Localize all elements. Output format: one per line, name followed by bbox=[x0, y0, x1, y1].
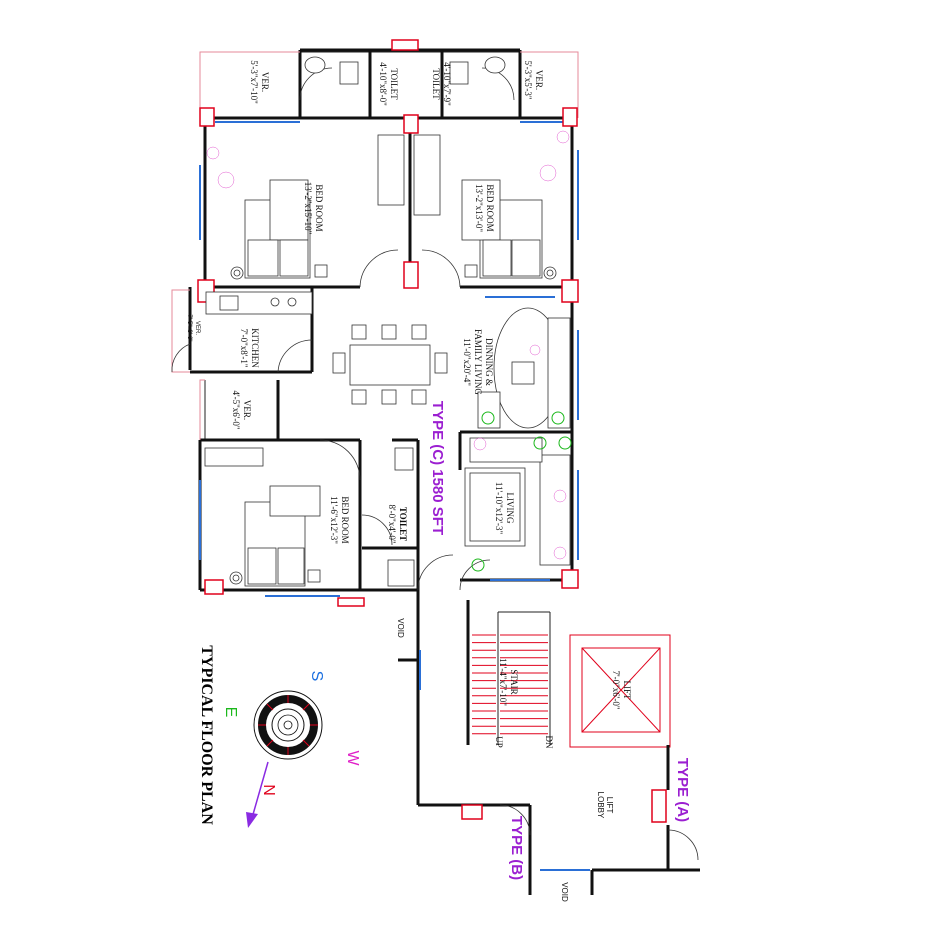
plan-title: TYPICAL FLOOR PLAN bbox=[198, 645, 215, 825]
flower-icon bbox=[206, 130, 570, 560]
ver-top-right-size: 5'-3"x5'-3" bbox=[523, 60, 533, 99]
room-labels: VER. 5'-3"x7'-10" VER. 5'-3"x5'-3" TOILE… bbox=[186, 60, 632, 902]
windows bbox=[199, 121, 590, 871]
walls bbox=[188, 48, 700, 895]
dining-name-2: FAMILY LIVING bbox=[473, 329, 483, 395]
dining-size: 11'-0"x20'-4" bbox=[462, 338, 472, 386]
toilet-2-size: 4'-10"x7'-9" bbox=[442, 62, 452, 106]
compass-e: E bbox=[222, 707, 239, 718]
bed-3-name: BED ROOM bbox=[340, 496, 350, 543]
plant-icon bbox=[471, 411, 572, 572]
type-a-label: TYPE (A) bbox=[674, 758, 691, 822]
bed-2-name: BED ROOM bbox=[485, 184, 495, 231]
type-c-label: TYPE (C) 1580 SFT bbox=[429, 401, 446, 535]
compass-icon bbox=[253, 690, 323, 760]
kitchen-name: KITCHEN bbox=[250, 328, 260, 368]
bed-2-size: 13'-2"x13'-0" bbox=[474, 184, 484, 232]
ver-kitchen-size: 7'-5"x3'-6" bbox=[186, 315, 192, 342]
living-name: LIVING bbox=[505, 493, 515, 524]
living-size: 11'-10"x12'-3" bbox=[494, 482, 504, 535]
ver-mid-size: 4'-5"x6'-0" bbox=[231, 390, 241, 429]
lift-lobby-name-2: LOBBY bbox=[596, 792, 605, 819]
ver-top-left-name: VER. bbox=[260, 72, 270, 92]
bed-1-size: 13'-2"x15'-10" bbox=[303, 182, 313, 235]
unit-type-labels: TYPE (C) 1580 SFT TYPE (A) TYPE (B) bbox=[429, 401, 691, 880]
stair-size: 11'-4"x7'-10" bbox=[498, 658, 508, 706]
north-arrow-icon bbox=[246, 761, 269, 828]
columns bbox=[197, 39, 667, 823]
bed-1-name: BED ROOM bbox=[314, 184, 324, 231]
toilet-3-size: 8'-0"x4'-0" bbox=[387, 504, 397, 543]
ver-kitchen-name: VER. bbox=[194, 321, 200, 335]
lift-lobby-name: LIFT bbox=[605, 797, 614, 814]
ver-mid-name: VER. bbox=[242, 400, 252, 420]
compass-n: N bbox=[260, 784, 277, 796]
toilet-3-name: TOILET bbox=[398, 507, 408, 541]
veranda-outlines bbox=[171, 51, 579, 440]
stair-up: UP bbox=[494, 736, 504, 748]
stair-treads bbox=[472, 634, 548, 735]
type-b-label: TYPE (B) bbox=[508, 816, 525, 880]
bed-3-size: 11'-6"x12'-3" bbox=[329, 496, 339, 544]
compass-letters: S E W N bbox=[222, 671, 361, 796]
compass-s: S bbox=[308, 671, 325, 682]
toilet-2-name: TOILET bbox=[431, 68, 441, 100]
void-1-label: VOID bbox=[396, 618, 405, 638]
dining-name: DINNING & bbox=[484, 338, 494, 386]
lift-name: LIFT bbox=[622, 681, 632, 701]
kitchen-size: 7'-0"x8'-1" bbox=[239, 328, 249, 367]
decorations bbox=[206, 130, 572, 572]
stair-name: STAIR bbox=[509, 669, 519, 694]
furniture bbox=[204, 56, 571, 587]
lift-size: 7'-0"x6'-0" bbox=[611, 670, 621, 709]
void-2-label: VOID bbox=[560, 882, 569, 902]
ver-top-right-name: VER. bbox=[534, 70, 544, 90]
toilet-1-size: 4'-10"x8'-0" bbox=[378, 62, 388, 106]
stair-dn: DN bbox=[544, 736, 554, 749]
toilet-1-name: TOILET bbox=[389, 68, 399, 100]
ver-top-left-size: 5'-3"x7'-10" bbox=[249, 60, 259, 104]
compass-w: W bbox=[344, 750, 361, 766]
